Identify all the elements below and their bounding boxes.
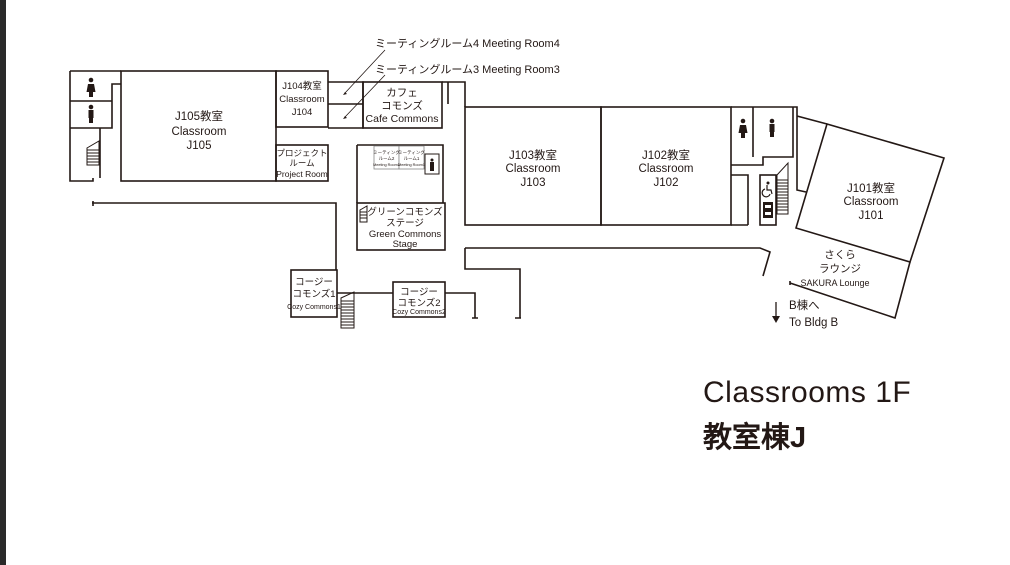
room-green-label-2: ステージ	[386, 218, 424, 229]
stairs-icon	[340, 291, 355, 329]
room-sakura-lounge[interactable]	[789, 261, 911, 320]
room-j102[interactable]	[600, 106, 732, 226]
sakura-label-2: ラウンジ	[819, 263, 861, 275]
cozy2-label-2: コモンズ2	[397, 297, 440, 309]
direction-bldg-b-ja: B棟へ	[789, 298, 820, 312]
restroom-female-icon	[738, 118, 748, 138]
room-meeting-3-4[interactable]	[328, 81, 364, 129]
room-green-label-1: グリーンコモンズ	[367, 206, 443, 218]
green-commons-upper	[356, 144, 444, 203]
meeting2-label-en: Meeting Room2	[373, 163, 400, 167]
east-core	[731, 106, 828, 226]
room-j102-label-ja: J102教室	[642, 148, 690, 162]
meeting1-label-2: ルーム1	[404, 156, 420, 161]
meeting1-label-1: ミーティング	[398, 149, 425, 156]
cozy2-label-1: コージー	[400, 287, 438, 298]
room-j105-label-en: Classroom	[172, 126, 227, 138]
cozy2-label-en: Cozy Commons2	[392, 309, 446, 316]
room-j103-label-ja: J103教室	[509, 148, 557, 162]
sakura-label-en: SAKURA Lounge	[800, 278, 869, 288]
room-j103-number: J103	[521, 177, 546, 189]
stairs-icon	[86, 140, 100, 166]
restroom-female-icon	[86, 77, 96, 97]
room-j105-number: J105	[187, 140, 212, 152]
room-j101-number: J101	[859, 210, 884, 222]
room-j104-label-ja: J104教室	[282, 80, 322, 92]
room-cafe-label-1: カフェ	[386, 87, 418, 99]
room-cafe-label-en: Cafe Commons	[366, 113, 439, 125]
room-j105-label-ja: J105教室	[175, 109, 223, 123]
room-project-label-2: ルーム	[289, 158, 314, 168]
meeting2-label-1: ミーティング	[373, 149, 400, 156]
room-cafe-label-2: コモンズ	[381, 99, 423, 112]
cozy1-label-2: コモンズ1	[292, 288, 335, 300]
room-meeting-1[interactable]	[398, 145, 425, 170]
building-name: 教室棟J	[703, 422, 807, 454]
cozy1-label-en: Cozy Commons1	[287, 304, 341, 311]
cozy1-label-1: コージー	[295, 277, 333, 288]
room-project-label-en: Project Room	[276, 169, 328, 179]
room-cozy-commons-2[interactable]	[392, 281, 446, 318]
vending-machine-icon	[763, 202, 773, 218]
meeting2-label-2: ルーム2	[379, 156, 395, 161]
wall	[442, 81, 466, 107]
room-j101-label-ja: J101教室	[847, 181, 895, 195]
room-j104-label-en: Classroom	[279, 94, 324, 105]
direction-bldg-b-en: To Bldg B	[789, 317, 839, 329]
floor-title: Classrooms 1F	[703, 376, 912, 409]
wheelchair-accessible-icon	[761, 181, 773, 198]
callout-arrow-icon	[343, 92, 347, 119]
callout-meeting-room3: ミーティングルーム3 Meeting Room3	[375, 62, 560, 76]
room-project-label-1: プロジェクト	[276, 148, 327, 158]
callout-meeting-room4: ミーティングルーム4 Meeting Room4	[375, 36, 560, 50]
window-edge	[0, 0, 6, 565]
room-green-label-en-2: Stage	[393, 239, 418, 250]
arrow-down-icon	[772, 302, 780, 323]
west-core	[69, 70, 337, 270]
room-j102-number: J102	[654, 177, 679, 189]
room-j102-label-en: Classroom	[639, 163, 694, 175]
room-j103-label-en: Classroom	[506, 163, 561, 175]
room-j104-number: J104	[292, 107, 313, 118]
room-project[interactable]	[275, 144, 329, 182]
corridor-walls	[445, 247, 771, 319]
callout-lines	[344, 49, 386, 118]
facility-box	[759, 174, 777, 226]
room-cafe-commons[interactable]	[362, 81, 443, 129]
elevator-icon	[424, 153, 440, 175]
room-j101-label-en: Classroom	[844, 196, 899, 208]
room-j104[interactable]	[275, 70, 329, 128]
restroom-male-icon	[88, 104, 94, 123]
restroom-male-icon	[769, 118, 775, 137]
room-green-label-en: Green Commons	[369, 229, 442, 240]
stairs-icon	[359, 205, 368, 223]
room-green-commons-stage[interactable]	[356, 202, 446, 251]
sakura-label-1: さくら	[824, 249, 856, 261]
stairs-icon	[776, 161, 789, 215]
meeting1-label-en: Meeting Room1	[398, 163, 425, 167]
